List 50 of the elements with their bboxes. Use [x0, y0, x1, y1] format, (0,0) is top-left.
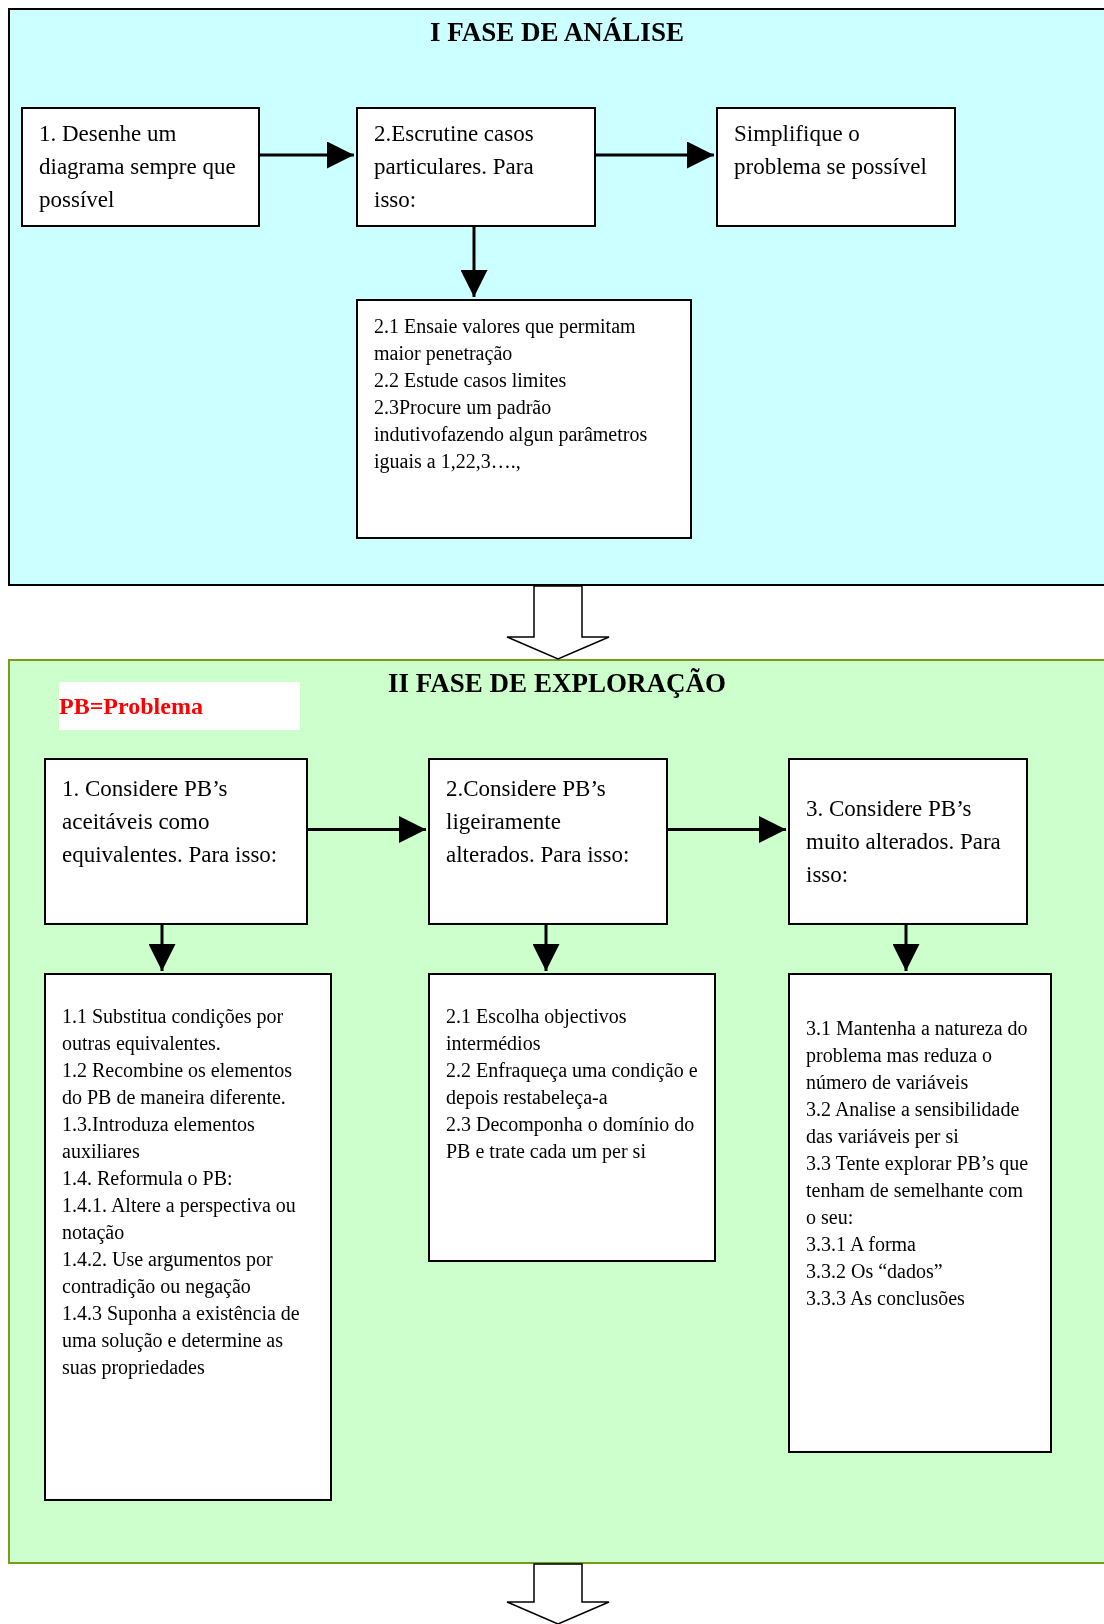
arrow [666, 816, 786, 843]
process-box [428, 758, 668, 925]
step-text: 3.3 Tente explorar PB’s que tenham de semelhante com o seu: [806, 1151, 1030, 1230]
phase-panel [8, 659, 1104, 1564]
step-text: 1.1 Substitua condições por outras equivalentes. [62, 1004, 285, 1057]
process-box [356, 107, 596, 227]
step-text: 3.3.2 Os “dados” [806, 1259, 944, 1284]
phase-title: II FASE DE EXPLORAÇÃO [387, 667, 727, 699]
step-text: 2.1 Escolha objectivos intermédios [446, 1004, 628, 1056]
process-box [21, 107, 260, 227]
arrow [594, 141, 714, 169]
step-text: 1. Considere PB’s aceitáveis como equivalentes. Para isso: [62, 775, 279, 869]
step-text: 2.3Procure um padrão indutivofazendo algun parâmetros iguais a 1,22,3…., [374, 395, 649, 475]
step-text: 1.4.2. Use argumentos por contradição ou negação [62, 1247, 274, 1300]
arrow [460, 225, 488, 297]
step-text: 1.4.3 Suponha a existência de uma solução e determine as suas propriedades [62, 1301, 301, 1381]
step-text: 2.Escrutine casos particulares. Para isso: [374, 120, 535, 214]
phase-panel [8, 8, 1104, 586]
arrow [892, 923, 920, 971]
step-text: 2.2 Enfraqueça uma condição e depois restabeleça-a [446, 1058, 698, 1111]
step-text: 3.3.3 As conclusões [806, 1286, 966, 1311]
arrow [258, 141, 354, 169]
process-box [788, 758, 1028, 925]
block-arrow [506, 1563, 610, 1624]
step-text: 1.4.1. Altere a perspectiva ou notação [62, 1193, 297, 1246]
process-box [44, 973, 332, 1501]
block-arrow [506, 585, 610, 660]
step-text: 1.4. Reformula o PB: [62, 1166, 234, 1191]
process-box [44, 758, 308, 925]
process-box [428, 973, 716, 1262]
step-text: 3. Considere PB’s muito alterados. Para isso: [806, 795, 1002, 889]
step-text: 2.2 Estude casos limites [374, 368, 568, 393]
step-text: 1. Desenhe um diagrama sempre que possível [39, 120, 237, 214]
step-text: 2.1 Ensaie valores que permitam maior penetração [374, 314, 637, 367]
arrow [148, 923, 176, 971]
step-text: 2.Considere PB’s ligeiramente alterados. Para isso: [446, 775, 631, 869]
process-box [788, 973, 1052, 1453]
process-box [356, 299, 692, 539]
step-text: 3.1 Mantenha a natureza do problema mas reduza o número de variáveis [806, 1016, 1029, 1095]
process-box [716, 107, 956, 227]
step-text: 2.3 Decomponha o domínio do PB e trate cada um per si [446, 1112, 696, 1165]
arrow [306, 816, 426, 843]
step-text: 3.2 Analise a sensibilidade das variáveis per si [806, 1097, 1021, 1150]
arrow [532, 923, 560, 971]
step-text: 1.3.Introduza elementos auxiliares [62, 1112, 256, 1164]
step-text: 3.3.1 A forma [806, 1232, 917, 1257]
note-label: PB=Problema [59, 682, 300, 730]
phase-title: I FASE DE ANÁLISE [429, 16, 685, 48]
step-text: Simplifique o problema se possível [734, 120, 928, 181]
step-text: 1.2 Recombine os elementos do PB de maneira diferente. [62, 1058, 293, 1110]
